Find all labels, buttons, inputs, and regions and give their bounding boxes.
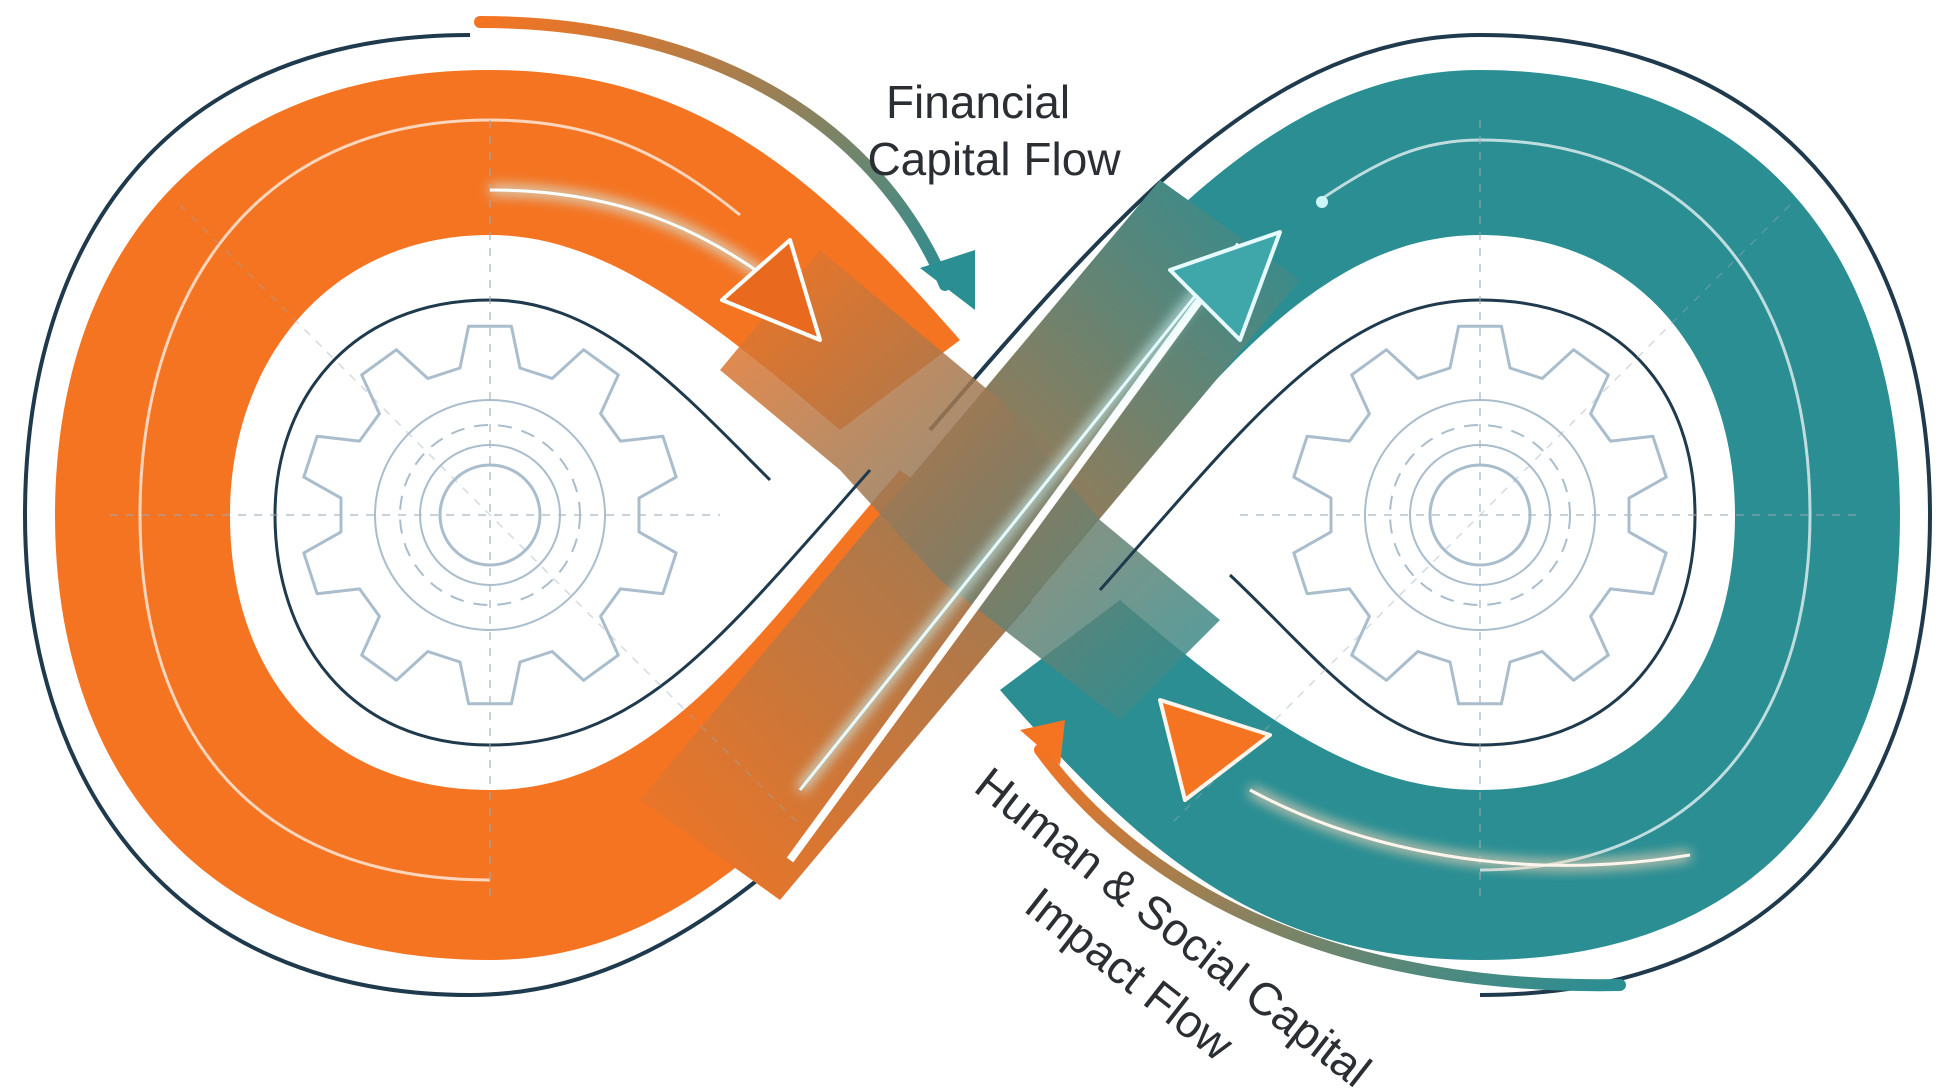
gear-ring [419, 444, 561, 586]
external-arrows [474, 16, 1626, 992]
outer-outline [22, 32, 1933, 998]
gear-ring [374, 399, 606, 631]
gear-ring [399, 424, 581, 606]
left-orange-ring [55, 70, 1020, 960]
top-flow-arrow [474, 16, 951, 291]
right-gear-icon [1292, 324, 1668, 706]
left-gear-icon [302, 324, 678, 706]
financial-capital-label-line2: Capital Flow [867, 133, 1121, 185]
glow-arrows [489, 185, 1691, 871]
top-flow-arrowhead-icon [920, 250, 975, 310]
bottom-flow-arrow [1034, 744, 1626, 992]
gear-ring [1409, 444, 1551, 586]
financial-capital-label-line1: Financial [886, 76, 1070, 128]
left-ring-arrow-icon [720, 238, 822, 342]
gear-ring [438, 463, 542, 567]
gear-outline [302, 324, 678, 706]
bottom-flow-arrowhead-icon [1020, 720, 1065, 765]
gear-ring [1428, 463, 1532, 567]
crossing-arrow-icon [1168, 230, 1282, 342]
right-ring-arrow-icon [1158, 698, 1272, 802]
gear-ring [1389, 424, 1571, 606]
inner-outlines [273, 298, 1697, 747]
ring-guide-arcs [138, 118, 1812, 882]
ring-dot [1316, 196, 1328, 208]
crossing-separator [786, 242, 1244, 863]
gear-ring [1364, 399, 1596, 631]
gear-outline [1292, 324, 1668, 706]
crossing-band-downward [720, 250, 1220, 720]
